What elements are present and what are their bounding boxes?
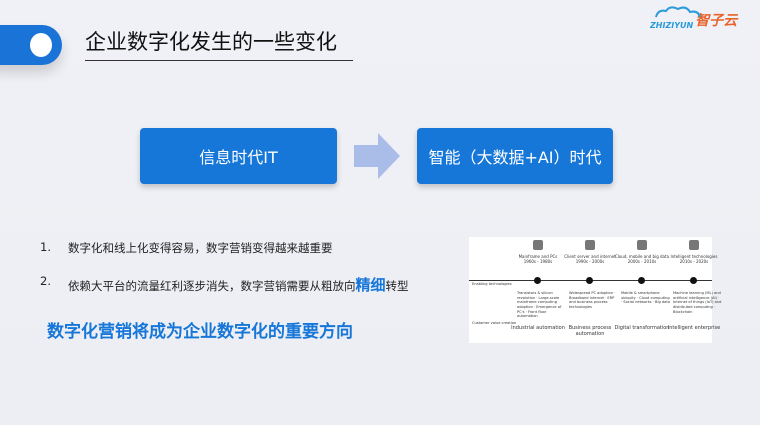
timeline-point bbox=[534, 277, 541, 284]
timeline-point bbox=[638, 277, 645, 284]
technology-timeline-image: Enabling technologies Customer value cre… bbox=[469, 237, 721, 343]
change-list: 1.数字化和线上化变得容易，数字营销变得越来越重要 2.依赖大平台的流量红利逐步… bbox=[40, 240, 409, 308]
logo: ZHIZIYUN 智子云 bbox=[650, 6, 737, 30]
era-icon bbox=[533, 240, 543, 250]
it-era-box: 信息时代IT bbox=[140, 128, 337, 184]
title-decoration bbox=[0, 25, 62, 65]
era-technologies: Mobile & smartphone ubiquity · Cloud com… bbox=[621, 291, 670, 305]
timeline-point bbox=[586, 277, 593, 284]
era-icon bbox=[637, 240, 647, 250]
conclusion-text: 数字化营销将成为企业数字化的重要方向 bbox=[47, 322, 353, 342]
era-technologies: Machine learning (ML) and artificial int… bbox=[673, 291, 722, 314]
era-outcome: Digital transformation bbox=[614, 325, 670, 331]
era-technologies: Widespread PC adoption · Broadband inter… bbox=[569, 291, 616, 310]
era-outcome: Business process automation bbox=[568, 325, 612, 337]
timeline-point bbox=[690, 277, 697, 284]
era-outcome: Industrial automation bbox=[511, 325, 565, 331]
era-icon bbox=[689, 240, 699, 250]
era-technologies: Transistors & silicon revolution · Large… bbox=[517, 291, 562, 319]
cloud-icon bbox=[655, 6, 701, 18]
list-item: 1.数字化和线上化变得容易，数字营销变得越来越重要 bbox=[40, 240, 333, 255]
ai-era-box: 智能（大数据+AI）时代 bbox=[417, 128, 613, 184]
era-outcome: Intelligent enterprise bbox=[667, 325, 721, 331]
era-icon bbox=[585, 240, 595, 250]
page-title: 企业数字化发生的一些变化 bbox=[85, 26, 353, 61]
list-item: 2.依赖大平台的流量红利逐步消失，数字营销需要从粗放向精细转型 bbox=[40, 274, 409, 294]
arrow-right-icon bbox=[354, 133, 400, 179]
